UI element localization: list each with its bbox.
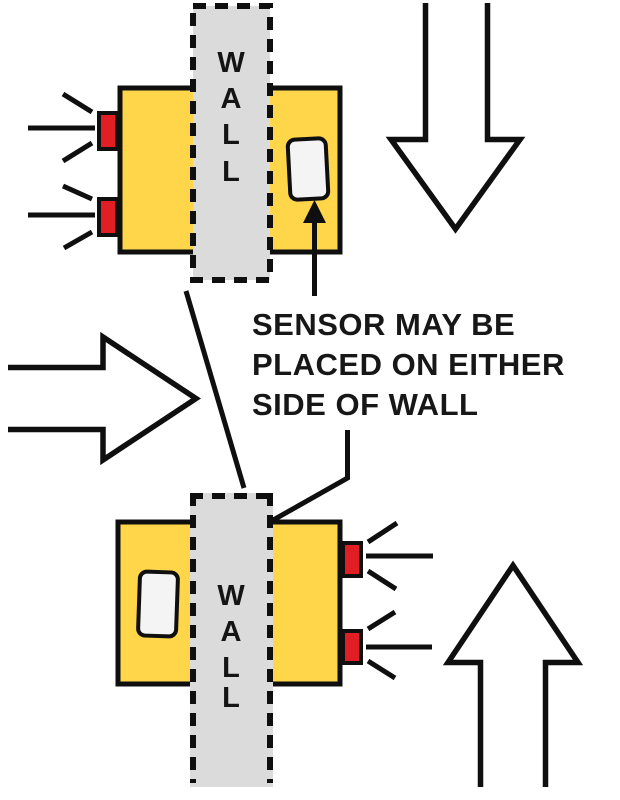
wall-letter: L bbox=[222, 652, 240, 684]
wall-bottom-label: W A L L bbox=[217, 580, 245, 714]
traffic-arrow-up-icon bbox=[442, 560, 584, 787]
signal-ray bbox=[61, 140, 94, 164]
emitter-led bbox=[341, 541, 363, 578]
caption-line-1: SENSOR MAY BE bbox=[252, 307, 515, 342]
signal-ray bbox=[366, 609, 397, 632]
wall-top bbox=[190, 3, 273, 283]
signal-ray bbox=[366, 568, 398, 592]
signal-ray bbox=[366, 520, 399, 545]
sensor-pointer-top bbox=[303, 200, 326, 296]
signal-rays-top bbox=[28, 91, 95, 251]
wall-bottom bbox=[190, 493, 273, 787]
wall-letter: W bbox=[217, 47, 245, 79]
emitter-led bbox=[341, 629, 363, 665]
signal-ray bbox=[61, 183, 94, 202]
caption-line-3: SIDE OF WALL bbox=[252, 387, 478, 422]
wall-letter: W bbox=[217, 580, 245, 612]
top-scenario: W A L L bbox=[28, 3, 343, 296]
wall-letter: A bbox=[221, 616, 242, 648]
wall-letter: A bbox=[221, 83, 242, 115]
sensor-window-top bbox=[285, 136, 331, 202]
caption: SENSOR MAY BE PLACED ON EITHER SIDE OF W… bbox=[252, 307, 565, 422]
emitter-led bbox=[97, 197, 119, 237]
traffic-arrow-right-icon bbox=[8, 331, 201, 466]
signal-ray bbox=[366, 658, 397, 681]
arrowhead bbox=[303, 200, 326, 223]
caption-line-2: PLACED ON EITHER bbox=[252, 347, 565, 382]
signal-ray bbox=[61, 91, 94, 115]
signal-rays-bottom bbox=[366, 520, 433, 681]
divider-line bbox=[183, 290, 247, 489]
wall-letter: L bbox=[222, 119, 240, 151]
traffic-arrow-down-icon bbox=[385, 3, 526, 234]
wall-letter: L bbox=[222, 156, 240, 188]
wall-top-label: W A L L bbox=[217, 47, 245, 188]
signal-ray bbox=[62, 229, 94, 251]
wall-letter: L bbox=[222, 682, 240, 714]
emitter-led bbox=[97, 111, 119, 151]
bottom-scenario: W A L L bbox=[115, 493, 433, 787]
sensor-window-bottom bbox=[136, 569, 180, 639]
